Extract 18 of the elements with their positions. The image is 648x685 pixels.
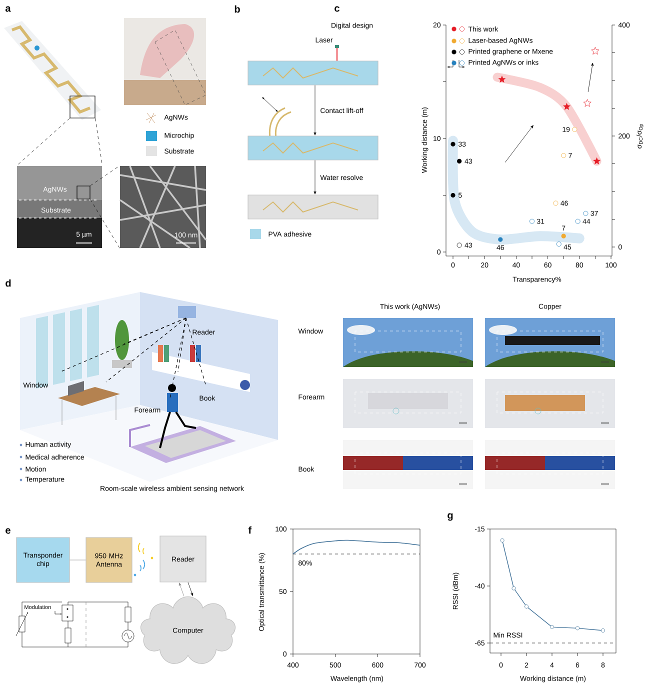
panel-letter: d <box>6 279 11 287</box>
panel-letter: e <box>6 528 10 534</box>
arrow <box>178 582 184 597</box>
panel-letter: g <box>448 513 453 521</box>
arrow <box>188 582 194 596</box>
zoom-box <box>70 96 96 118</box>
stage-drawing <box>248 136 378 160</box>
stage-drawing <box>248 60 378 86</box>
zoom-box <box>76 186 90 200</box>
sem-image <box>17 166 102 248</box>
panel-letter: c <box>334 6 340 12</box>
stage-drawing <box>248 194 378 220</box>
panel-letter: b <box>234 5 240 13</box>
panel-letter: a <box>6 6 11 12</box>
arrow <box>314 85 316 136</box>
arrow <box>314 160 316 194</box>
panel-letter: f <box>248 526 252 534</box>
sem-image <box>120 165 207 249</box>
